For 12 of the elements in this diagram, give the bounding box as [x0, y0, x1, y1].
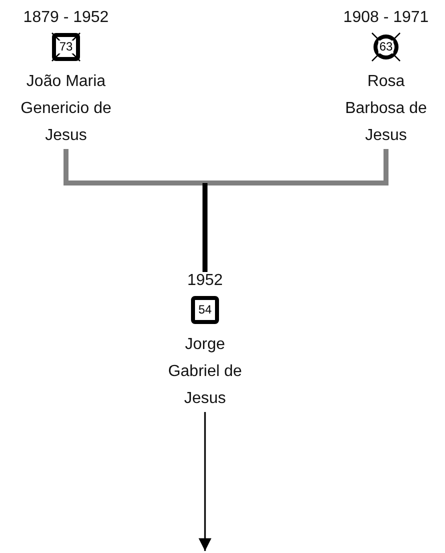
life-years-label: 1879 - 1952 — [23, 9, 109, 27]
arrow — [198, 412, 212, 551]
person-name: João Maria Genericio de Jesus — [20, 72, 112, 146]
person-name: Jorge Gabriel de Jesus — [167, 335, 243, 409]
age-label: 54 — [197, 304, 213, 316]
marriage-line — [64, 149, 388, 186]
person-name: Rosa Barbosa de Jesus — [344, 72, 428, 146]
child-line — [202, 183, 208, 272]
age-label: 73 — [58, 40, 74, 54]
life-years-label: 1952 — [187, 272, 223, 290]
age-label: 63 — [378, 40, 394, 54]
life-years-label: 1908 - 1971 — [343, 9, 429, 27]
